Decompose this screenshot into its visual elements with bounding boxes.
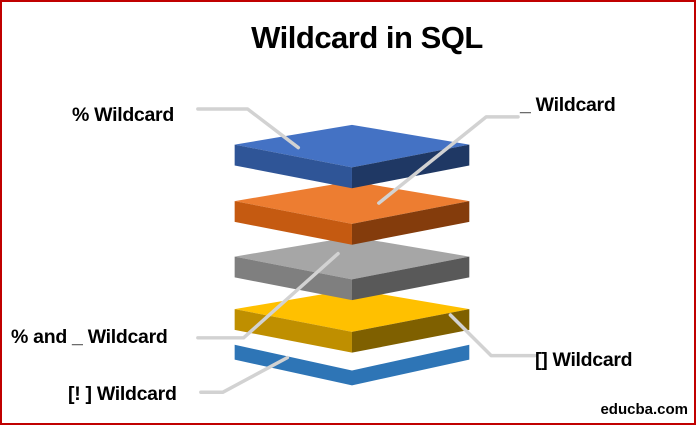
percent-leader-line (196, 107, 301, 150)
gold-layer-top-face (234, 289, 470, 332)
orange-layer-top-face (234, 181, 470, 224)
blue-layer-top-face (234, 124, 470, 168)
callout-underscore-wildcard: _ Wildcard (520, 94, 616, 116)
callout-percent-and-underscore-wildcard: % and _ Wildcard (11, 326, 168, 348)
gray-layer-right-face (351, 256, 470, 301)
callout-bracket-wildcard: [] Wildcard (535, 349, 633, 371)
underscore-leader-line (377, 115, 520, 205)
leader-lines (196, 107, 537, 395)
educba-watermark: educba.com (600, 401, 688, 418)
callout-exclamation-bracket-wildcard: [! ] Wildcard (68, 383, 177, 405)
exclamation-bracket-wildcard-layer (234, 344, 470, 386)
orange-layer-right-face (351, 201, 470, 245)
blue-layer-left-face (234, 144, 352, 189)
bracket-leader-line (448, 313, 537, 358)
page-title: Wildcard in SQL (251, 20, 483, 55)
gray-layer-left-face (234, 256, 352, 301)
exclamation-bracket-leader-line (199, 355, 290, 395)
gray-layer-top-face (234, 236, 470, 280)
percent-and-underscore-wildcard-layer (234, 236, 470, 301)
underscore-wildcard-layer (234, 181, 470, 245)
gold-layer-right-face (351, 309, 470, 353)
callout-percent-wildcard: % Wildcard (72, 104, 174, 126)
orange-layer-left-face (234, 201, 352, 245)
percent-and-underscore-leader-line (196, 251, 340, 340)
